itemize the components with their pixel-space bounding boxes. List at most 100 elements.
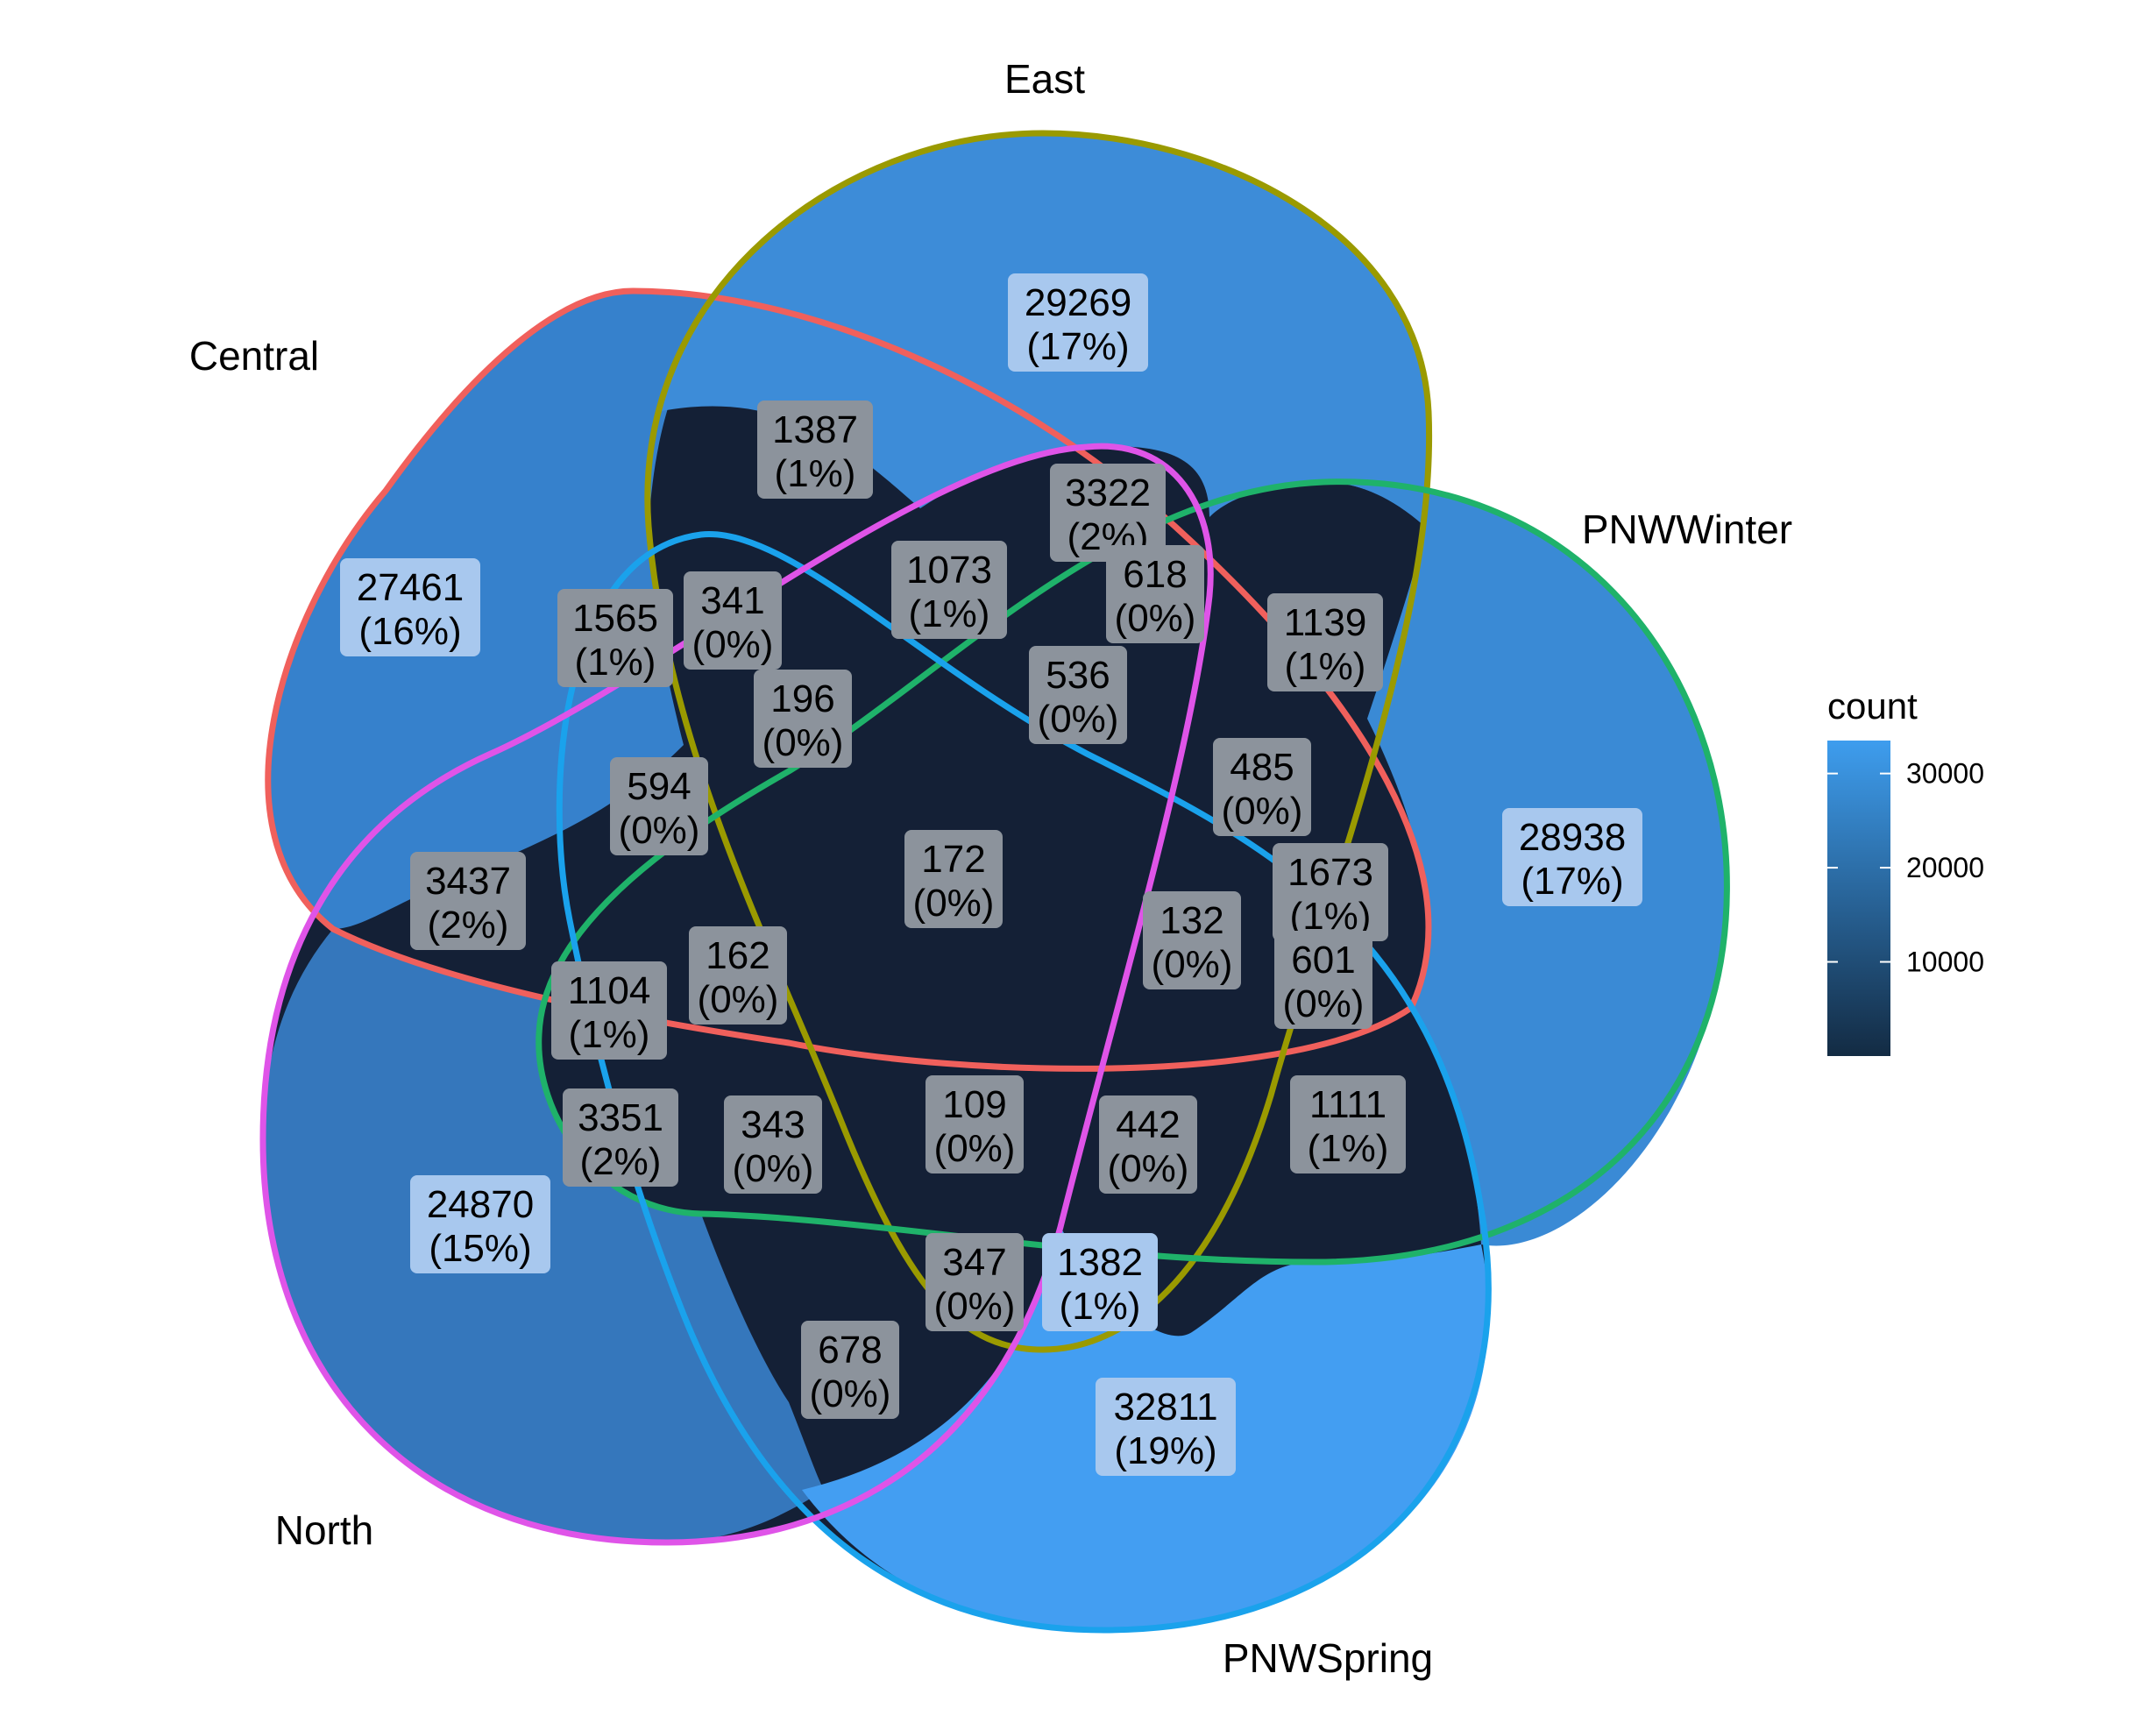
region-percent: (1%) bbox=[1060, 1285, 1141, 1328]
region-count: 678 bbox=[818, 1329, 882, 1372]
region-label-overlap: 109 (0%) bbox=[926, 1075, 1024, 1173]
region-count: 32811 bbox=[1113, 1386, 1217, 1429]
region-percent: (15%) bbox=[429, 1227, 531, 1270]
region-label-overlap: 485 (0%) bbox=[1213, 738, 1311, 836]
region-percent: (0%) bbox=[698, 978, 779, 1021]
set-outline-east bbox=[644, 130, 1433, 1353]
region-label-overlap: 132 (0%) bbox=[1143, 891, 1241, 989]
region-label-box bbox=[1273, 843, 1388, 941]
region-percent: (0%) bbox=[934, 1127, 1016, 1170]
region-label-overlap: 678 (0%) bbox=[801, 1321, 899, 1419]
exclusive-fill-central bbox=[267, 291, 841, 929]
region-label-box bbox=[1099, 1095, 1197, 1194]
region-percent: (0%) bbox=[619, 809, 700, 852]
region-label-pnwspring-only: 32811 (19%) bbox=[1096, 1378, 1236, 1476]
region-count: 341 bbox=[700, 579, 764, 622]
region-label-box bbox=[610, 757, 708, 855]
region-label-overlap: 1104 (1%) bbox=[551, 961, 667, 1060]
region-label-overlap: 162 (0%) bbox=[689, 926, 787, 1025]
region-label-box bbox=[754, 670, 852, 768]
region-percent: (0%) bbox=[934, 1285, 1016, 1328]
region-count: 24870 bbox=[427, 1183, 534, 1226]
legend-tick-label: 10000 bbox=[1906, 947, 1984, 978]
region-percent: (2%) bbox=[428, 904, 509, 947]
region-label-box bbox=[689, 926, 787, 1025]
region-percent: (0%) bbox=[733, 1147, 814, 1190]
region-count: 29269 bbox=[1025, 281, 1131, 324]
set-outline-north bbox=[259, 443, 1214, 1546]
set-outline-pnwspring bbox=[556, 531, 1492, 1634]
legend-colorbar bbox=[1827, 741, 1890, 1056]
legend-ticks: 30000 20000 10000 bbox=[1827, 758, 1984, 978]
legend-tick-label: 20000 bbox=[1906, 852, 1984, 883]
region-label-overlap: 1139 (1%) bbox=[1267, 593, 1383, 691]
region-percent: (1%) bbox=[569, 1013, 650, 1056]
region-label-overlap: 601 (0%) bbox=[1274, 931, 1372, 1029]
region-percent: (0%) bbox=[1108, 1147, 1189, 1190]
region-label-box bbox=[1029, 646, 1127, 744]
region-count: 536 bbox=[1046, 654, 1110, 697]
region-count: 1673 bbox=[1287, 851, 1373, 894]
region-count: 594 bbox=[627, 765, 691, 808]
region-count: 1139 bbox=[1284, 601, 1367, 644]
region-count: 442 bbox=[1116, 1103, 1180, 1146]
region-percent: (1%) bbox=[575, 641, 656, 684]
region-count: 343 bbox=[741, 1103, 805, 1146]
region-label-overlap: 347 (0%) bbox=[926, 1233, 1024, 1331]
region-label-box bbox=[926, 1233, 1024, 1331]
region-label-central-only: 27461 (16%) bbox=[340, 558, 480, 656]
region-label-box bbox=[1213, 738, 1311, 836]
region-label-box bbox=[1050, 464, 1166, 562]
set-label-pnwwinter: PNWWinter bbox=[1582, 507, 1792, 552]
region-label-box bbox=[1042, 1233, 1158, 1331]
region-label-overlap: 3351 (2%) bbox=[563, 1088, 678, 1187]
region-label-box bbox=[801, 1321, 899, 1419]
region-count: 1104 bbox=[568, 969, 651, 1012]
region-percent: (0%) bbox=[1283, 982, 1365, 1025]
region-count: 1565 bbox=[572, 597, 658, 640]
region-percent: (17%) bbox=[1521, 860, 1623, 903]
region-label-box bbox=[1008, 273, 1148, 372]
region-label-box bbox=[563, 1088, 678, 1187]
region-count: 1073 bbox=[906, 549, 992, 592]
region-label-box bbox=[557, 589, 673, 687]
region-count: 27461 bbox=[357, 566, 464, 609]
region-percent: (0%) bbox=[1222, 790, 1303, 833]
region-label-overlap: 3322 (2%) bbox=[1050, 464, 1166, 562]
region-label-overlap: 341 (0%) bbox=[684, 571, 782, 670]
region-count: 1111 bbox=[1309, 1083, 1387, 1126]
region-count: 109 bbox=[942, 1083, 1006, 1126]
region-count: 601 bbox=[1291, 939, 1355, 982]
region-label-box bbox=[1502, 808, 1642, 906]
region-percent: (1%) bbox=[1285, 645, 1366, 688]
region-label-overlap: 343 (0%) bbox=[724, 1095, 822, 1194]
region-label-overlap: 1111 (1%) bbox=[1290, 1075, 1406, 1173]
region-count: 132 bbox=[1160, 899, 1223, 942]
region-label-east-only: 29269 (17%) bbox=[1008, 273, 1148, 372]
legend: count 30000 20000 10000 bbox=[1827, 685, 1984, 1056]
region-label-box bbox=[1290, 1075, 1406, 1173]
region-label-box bbox=[904, 830, 1003, 928]
region-count: 172 bbox=[921, 838, 985, 881]
region-label-north-only: 24870 (15%) bbox=[410, 1175, 550, 1273]
set-label-pnwspring: PNWSpring bbox=[1223, 1635, 1433, 1681]
region-label-overlap: 1673 (1%) bbox=[1273, 843, 1388, 941]
region-label-overlap: 1382 (1%) bbox=[1042, 1233, 1158, 1331]
set-label-north: North bbox=[275, 1507, 373, 1553]
region-label-box bbox=[684, 571, 782, 670]
region-count: 618 bbox=[1123, 553, 1187, 596]
region-label-box bbox=[1106, 545, 1204, 643]
legend-title: count bbox=[1827, 685, 1918, 727]
region-label-overlap: 1387 (1%) bbox=[757, 401, 873, 499]
region-label-box bbox=[410, 1175, 550, 1273]
region-count: 347 bbox=[942, 1241, 1006, 1284]
region-count: 485 bbox=[1230, 746, 1294, 789]
region-label-box bbox=[724, 1095, 822, 1194]
region-label-overlap: 3437 (2%) bbox=[410, 852, 526, 950]
region-percent: (0%) bbox=[1152, 943, 1233, 986]
region-percent: (2%) bbox=[580, 1140, 662, 1183]
legend-tick-label: 30000 bbox=[1906, 758, 1984, 790]
set-labels: Central East PNWWinter PNWSpring North bbox=[189, 56, 1792, 1681]
region-label-overlap: 442 (0%) bbox=[1099, 1095, 1197, 1194]
region-label-box bbox=[891, 541, 1007, 639]
